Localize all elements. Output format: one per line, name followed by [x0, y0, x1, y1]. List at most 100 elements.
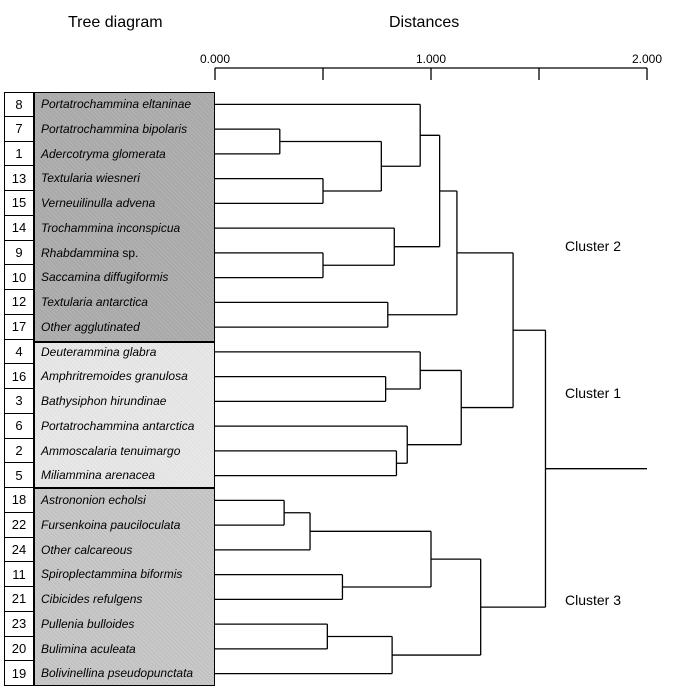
taxon-number: 24: [4, 537, 34, 563]
tick-label-0: 0.000: [199, 52, 231, 66]
taxon-name: Portatrochammina antarctica: [41, 414, 194, 439]
taxon-number: 15: [4, 191, 34, 216]
taxon-row: 22 Fursenkoina pauciloculata: [4, 512, 215, 538]
taxon-name: Bathysiphon hirundinae: [41, 389, 166, 414]
taxon-name-text: Portatrochammina eltaninae: [41, 97, 192, 111]
taxon-name-text: Amphritremoides granulosa: [41, 369, 188, 384]
taxon-name: Amphritremoides granulosa: [41, 364, 188, 389]
taxon-name: Cibicides refulgens: [41, 587, 142, 612]
group-agglutinated-b: [34, 342, 215, 488]
taxon-number: 22: [4, 512, 34, 538]
taxon-row: 3 Bathysiphon hirundinae: [4, 389, 215, 414]
taxon-number: 3: [4, 389, 34, 414]
taxon-name-text: Other agglutinated: [41, 319, 140, 334]
taxon-name: Other calcareous: [41, 538, 132, 563]
taxon-number: 17: [4, 314, 34, 340]
taxon-name: Ammoscalaria tenuimargo: [41, 439, 180, 464]
taxon-name: Other agglutinated: [41, 315, 140, 340]
taxon-name-text: Trochammina inconspicua: [41, 220, 181, 235]
taxon-name-text: Textularia antarctica: [41, 295, 148, 309]
taxon-name-text: Miliammina arenacea: [41, 468, 156, 483]
taxon-name: Saccamina diffugiformis: [41, 265, 168, 290]
taxon-name-text: Pullenia bulloides: [41, 616, 135, 631]
taxon-name: Rhabdammina sp.: [41, 241, 138, 266]
taxon-number: 16: [4, 364, 34, 389]
taxon-name: Portatrochammina eltaninae: [41, 92, 191, 117]
taxon-row: 18 Astrononion echolsi: [4, 488, 215, 513]
taxon-name: Bolivinellina pseudopunctata: [41, 661, 193, 686]
taxon-name: Textularia antarctica: [41, 290, 148, 315]
tree-diagram-heading: Tree diagram: [68, 14, 163, 31]
taxon-row: 1 Adercotryma glomerata: [4, 141, 215, 167]
taxon-row: 13 Textularia wiesneri: [4, 166, 215, 191]
taxon-number: 2: [4, 438, 34, 464]
taxon-number: 9: [4, 240, 34, 266]
taxon-row: 8 Portatrochammina eltaninae: [4, 92, 215, 117]
taxon-row: 2 Ammoscalaria tenuimargo: [4, 438, 215, 464]
taxon-name-text: Rhabdammina: [41, 245, 120, 260]
taxon-row: 6 Portatrochammina antarctica: [4, 413, 215, 439]
taxon-name: Deuterammina glabra: [41, 340, 156, 365]
taxon-name: Textularia wiesneri: [41, 166, 140, 191]
taxon-row: 7 Portatrochammina bipolaris: [4, 116, 215, 142]
taxon-row: 17 Other agglutinated: [4, 314, 215, 340]
taxon-row: 5 Miliammina arenacea: [4, 463, 215, 488]
taxon-name: Portatrochammina bipolaris: [41, 117, 187, 142]
taxon-name-text: Spiroplectammina biformis: [41, 567, 183, 582]
taxon-name: Pullenia bulloides: [41, 612, 134, 637]
taxon-name-text: Textularia wiesneri: [41, 171, 140, 186]
cluster-1-label: Cluster 1: [565, 385, 622, 401]
taxon-name-text: Deuterammina glabra: [41, 344, 157, 359]
taxon-row: 9 Rhabdammina sp.: [4, 240, 215, 266]
taxon-row: 15 Verneuilinulla advena: [4, 191, 215, 216]
taxon-name-suffix: sp.: [119, 245, 139, 260]
tick-label-2: 2.000: [631, 52, 663, 66]
taxon-name: Trochammina inconspicua: [41, 216, 180, 241]
taxon-number: 7: [4, 116, 34, 142]
group-agglutinated-a: [34, 92, 215, 342]
taxon-number: 18: [4, 488, 34, 513]
taxon-name: Verneuilinulla advena: [41, 191, 155, 216]
taxon-name: Adercotryma glomerata: [41, 142, 166, 167]
taxon-number: 1: [4, 141, 34, 167]
distances-heading: Distances: [389, 14, 460, 31]
taxon-name-text: Other calcareous: [41, 542, 133, 557]
taxon-name-text: Fursenkoina pauciloculata: [41, 517, 181, 532]
taxon-number: 10: [4, 265, 34, 290]
taxon-name: Bulimina aculeata: [41, 637, 136, 662]
taxon-row: 12 Textularia antarctica: [4, 290, 215, 315]
taxon-name: Astrononion echolsi: [41, 488, 146, 513]
cluster-3-label: Cluster 3: [565, 592, 622, 608]
taxon-row: 10 Saccamina diffugiformis: [4, 265, 215, 290]
taxon-row: 11 Spiroplectammina biformis: [4, 562, 215, 587]
taxon-number: 8: [4, 92, 34, 117]
taxon-name-text: Portatrochammina bipolaris: [41, 121, 188, 136]
taxon-name: Spiroplectammina biformis: [41, 562, 182, 587]
taxon-name-text: Verneuilinulla advena: [41, 196, 156, 210]
taxon-name-text: Bulimina aculeata: [41, 641, 136, 656]
taxon-number: 13: [4, 166, 34, 191]
taxon-name: Miliammina arenacea: [41, 463, 155, 488]
group-calcareous: [34, 488, 215, 686]
taxon-number: 11: [4, 562, 34, 587]
taxon-number: 23: [4, 611, 34, 637]
taxon-number: 4: [4, 339, 34, 365]
taxon-name-text: Ammoscalaria tenuimargo: [41, 443, 181, 458]
taxon-number: 20: [4, 636, 34, 662]
taxon-name-text: Astrononion echolsi: [41, 493, 146, 507]
taxon-name: Fursenkoina pauciloculata: [41, 513, 180, 538]
taxon-number: 6: [4, 413, 34, 439]
taxon-row: 24 Other calcareous: [4, 537, 215, 563]
taxon-number: 12: [4, 290, 34, 315]
taxon-name-text: Portatrochammina antarctica: [41, 418, 195, 433]
taxon-number: 5: [4, 463, 34, 488]
taxon-row: 23 Pullenia bulloides: [4, 611, 215, 637]
taxon-name-text: Adercotryma glomerata: [41, 146, 166, 161]
tick-label-1: 1.000: [415, 52, 447, 66]
taxon-name-text: Bathysiphon hirundinae: [41, 394, 167, 408]
